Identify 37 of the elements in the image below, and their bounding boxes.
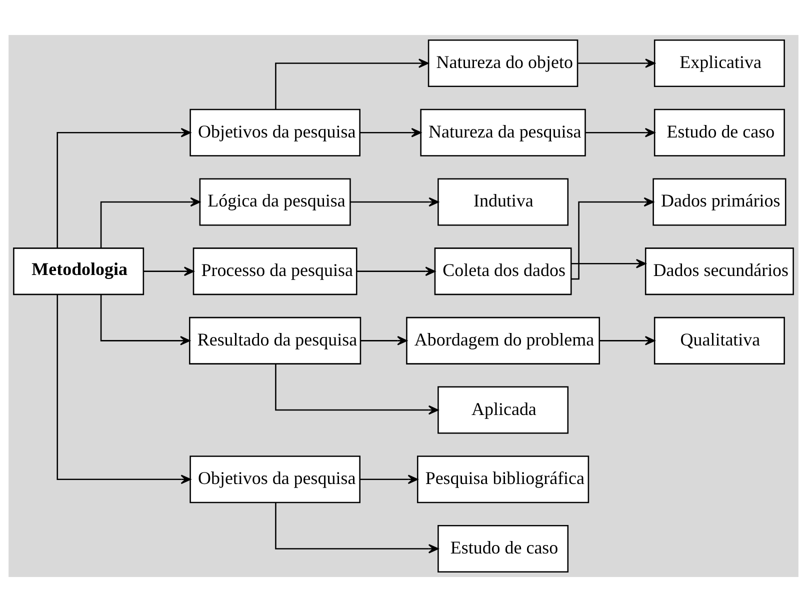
arrow bbox=[360, 127, 422, 137]
node-box: Objetivos da pesquisa bbox=[190, 455, 360, 503]
arrow bbox=[275, 364, 439, 414]
node-box: Indutiva bbox=[438, 178, 569, 226]
node-box: Natureza do objeto bbox=[428, 39, 578, 87]
node-box: Dados secundários bbox=[644, 247, 794, 295]
arrow bbox=[275, 58, 429, 109]
arrow bbox=[571, 196, 654, 280]
node-box: Natureza da pesquisa bbox=[420, 108, 586, 156]
arrow bbox=[350, 196, 439, 206]
arrow bbox=[356, 266, 436, 276]
node-box: Metodologia bbox=[13, 247, 144, 295]
arrow bbox=[143, 266, 194, 276]
arrow bbox=[100, 294, 190, 345]
node-box: Lógica da pesquisa bbox=[199, 178, 351, 226]
node-box: Coleta dos dados bbox=[434, 247, 572, 295]
node-box: Estudo de caso bbox=[438, 524, 569, 572]
arrow bbox=[360, 335, 408, 345]
arrow bbox=[56, 294, 191, 484]
arrow bbox=[600, 335, 656, 345]
node-box: Qualitativa bbox=[654, 316, 785, 364]
node-box: Abordagem do problema bbox=[406, 316, 600, 364]
node-box: Dados primários bbox=[652, 178, 786, 226]
node-box: Objetivos da pesquisa bbox=[190, 108, 360, 156]
node-box: Aplicada bbox=[438, 386, 569, 434]
node-box: Explicativa bbox=[654, 39, 785, 87]
node-box: Pesquisa bibliográfica bbox=[416, 455, 590, 503]
node-box: Estudo de caso bbox=[654, 108, 785, 156]
arrow bbox=[572, 258, 646, 268]
node-box: Resultado da pesquisa bbox=[189, 316, 362, 364]
arrow bbox=[360, 474, 418, 484]
arrow bbox=[578, 58, 656, 68]
arrow bbox=[585, 127, 656, 137]
arrow bbox=[56, 127, 191, 248]
node-box: Processo da pesquisa bbox=[192, 247, 358, 295]
arrow bbox=[275, 502, 439, 553]
arrow bbox=[100, 196, 200, 248]
